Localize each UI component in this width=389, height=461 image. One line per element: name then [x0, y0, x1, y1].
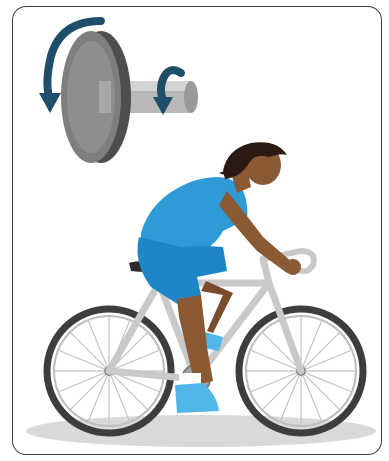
cyclist-shoe — [175, 383, 219, 413]
cyclist-arm — [219, 191, 293, 273]
illustration-canvas — [13, 7, 382, 455]
rotation-arrowhead-left — [39, 93, 61, 113]
illustration-frame — [12, 6, 382, 455]
cyclist-back-leg — [201, 281, 233, 333]
flywheel-icon — [61, 31, 198, 163]
